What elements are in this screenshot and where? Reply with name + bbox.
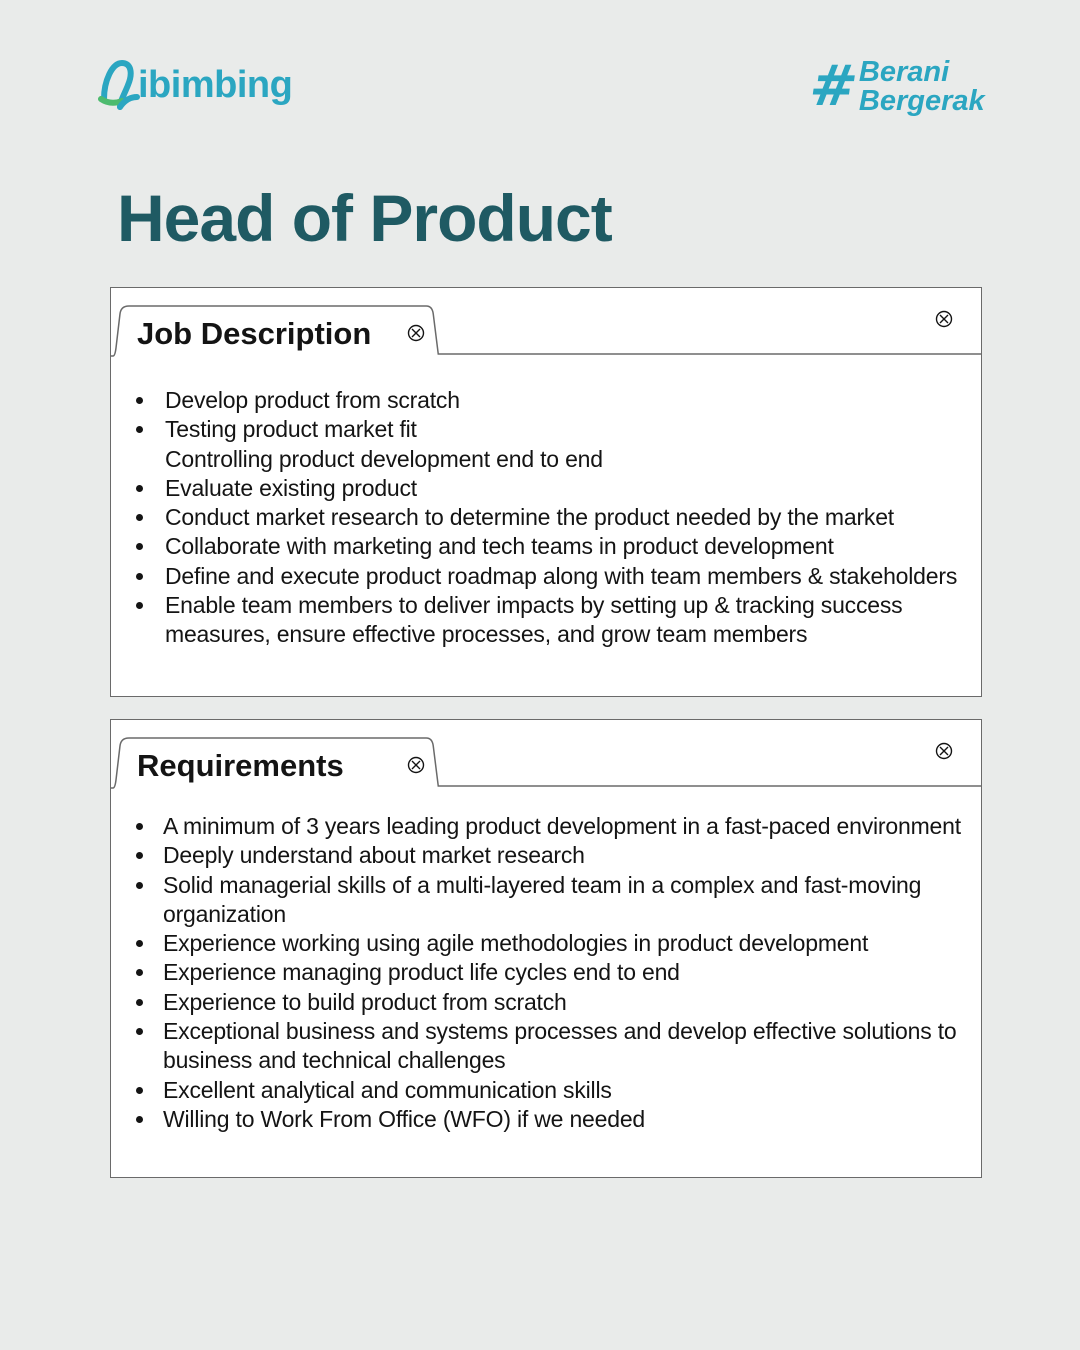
hashtag-icon: # [805, 54, 862, 119]
tab-frame [111, 737, 981, 789]
list-item: Experience to build product from scratch [131, 988, 961, 1017]
list-item: Develop product from scratch [131, 386, 961, 415]
requirements-window: Requirements A minimum of 3 years leadin… [110, 719, 982, 1178]
list-item: Evaluate existing product [131, 474, 961, 503]
close-icon[interactable] [935, 742, 953, 760]
tab-frame [111, 305, 981, 357]
list-item: Willing to Work From Office (WFO) if we … [131, 1105, 961, 1134]
list-item: Exceptional business and systems process… [131, 1017, 961, 1076]
list-item: Define and execute product roadmap along… [131, 562, 961, 591]
logo-text: ibimbing [138, 64, 293, 106]
brand-logo: ibimbing [98, 56, 293, 112]
list-item: Experience working using agile methodolo… [131, 929, 961, 958]
job-description-window: Job Description Develop product from scr… [110, 287, 982, 697]
list-item: Collaborate with marketing and tech team… [131, 532, 961, 561]
hashtag-line-1: Berani [858, 56, 950, 88]
close-icon[interactable] [407, 756, 425, 774]
list-item: Experience managing product life cycles … [131, 958, 961, 987]
tab-job-description[interactable]: Job Description [137, 316, 372, 351]
hashtag-berani-bergerak: # Berani Bergerak [806, 54, 985, 119]
tab-requirements[interactable]: Requirements [137, 748, 344, 783]
hashtag-line-2: Bergerak [858, 85, 985, 117]
logo-mark-icon [98, 59, 140, 110]
list-item: Conduct market research to determine the… [131, 503, 961, 532]
list-item: Solid managerial skills of a multi-layer… [131, 871, 961, 930]
list-item: Controlling product development end to e… [165, 445, 603, 472]
list-item: Deeply understand about market research [131, 841, 961, 870]
hashtag-words: Berani Bergerak [859, 58, 985, 116]
list-item: A minimum of 3 years leading product dev… [131, 812, 961, 841]
list-item: Enable team members to deliver impacts b… [131, 591, 961, 650]
list-item: Testing product market fit [131, 415, 961, 444]
close-icon[interactable] [407, 324, 425, 342]
page-title: Head of Product [117, 181, 613, 255]
requirements-list: A minimum of 3 years leading product dev… [131, 812, 961, 1134]
list-item: Excellent analytical and communication s… [131, 1076, 961, 1105]
close-icon[interactable] [935, 310, 953, 328]
